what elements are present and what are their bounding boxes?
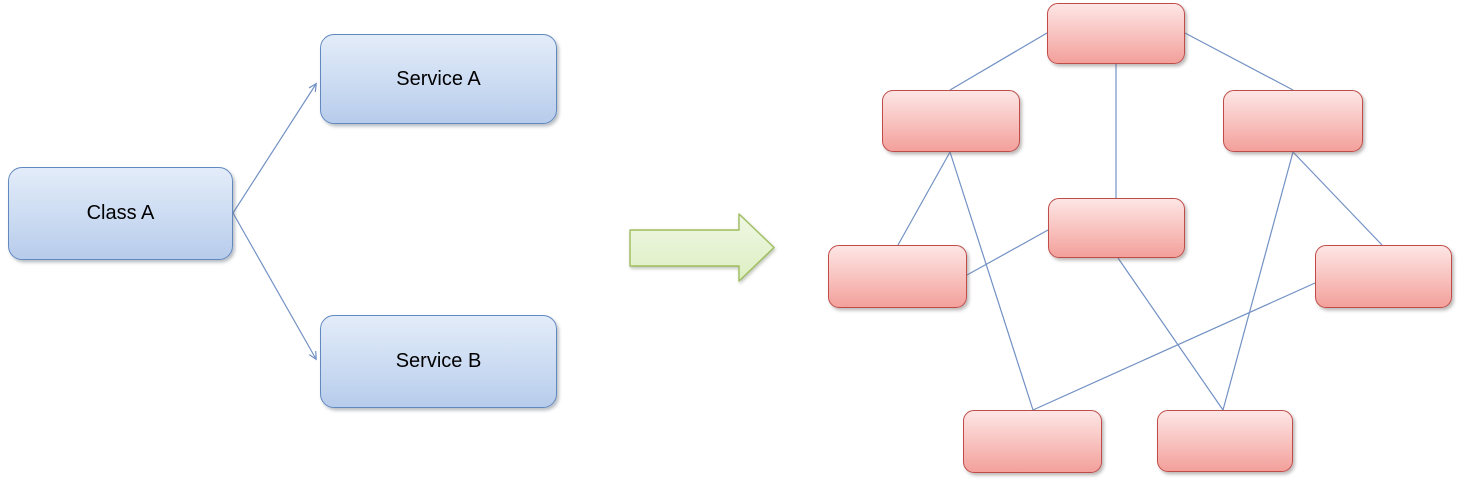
edge-n7-n6 bbox=[1032, 282, 1316, 411]
node-n2 bbox=[882, 90, 1020, 152]
node-n8 bbox=[1157, 410, 1293, 472]
node-n1 bbox=[1047, 3, 1185, 64]
edge-n2-n4 bbox=[897, 151, 951, 246]
edge-n5-n8 bbox=[1117, 257, 1224, 411]
node-label: Service A bbox=[396, 67, 481, 90]
node-service-b: Service B bbox=[320, 315, 557, 408]
node-service-a: Service A bbox=[320, 34, 557, 124]
node-n5 bbox=[1048, 198, 1185, 258]
edge-n1-n2 bbox=[949, 32, 1048, 91]
node-n6 bbox=[1315, 245, 1452, 308]
node-n4 bbox=[828, 245, 967, 308]
edge-class-a-service-b bbox=[232, 212, 316, 359]
edge-n3-n8 bbox=[1222, 151, 1294, 411]
transform-arrow-icon bbox=[629, 213, 775, 282]
edge-n2-n7 bbox=[949, 151, 1034, 411]
node-n7 bbox=[963, 410, 1102, 473]
edge-n1-n3 bbox=[1184, 32, 1294, 91]
edge-n3-n6 bbox=[1292, 151, 1383, 246]
node-label: Service B bbox=[395, 350, 482, 372]
edge-n4-n5 bbox=[966, 229, 1049, 276]
edge-group bbox=[232, 32, 1383, 411]
node-n3 bbox=[1223, 90, 1363, 152]
node-class-a: Class A bbox=[8, 167, 233, 260]
node-label: Class A bbox=[86, 202, 155, 224]
edge-class-a-service-a bbox=[232, 84, 316, 214]
